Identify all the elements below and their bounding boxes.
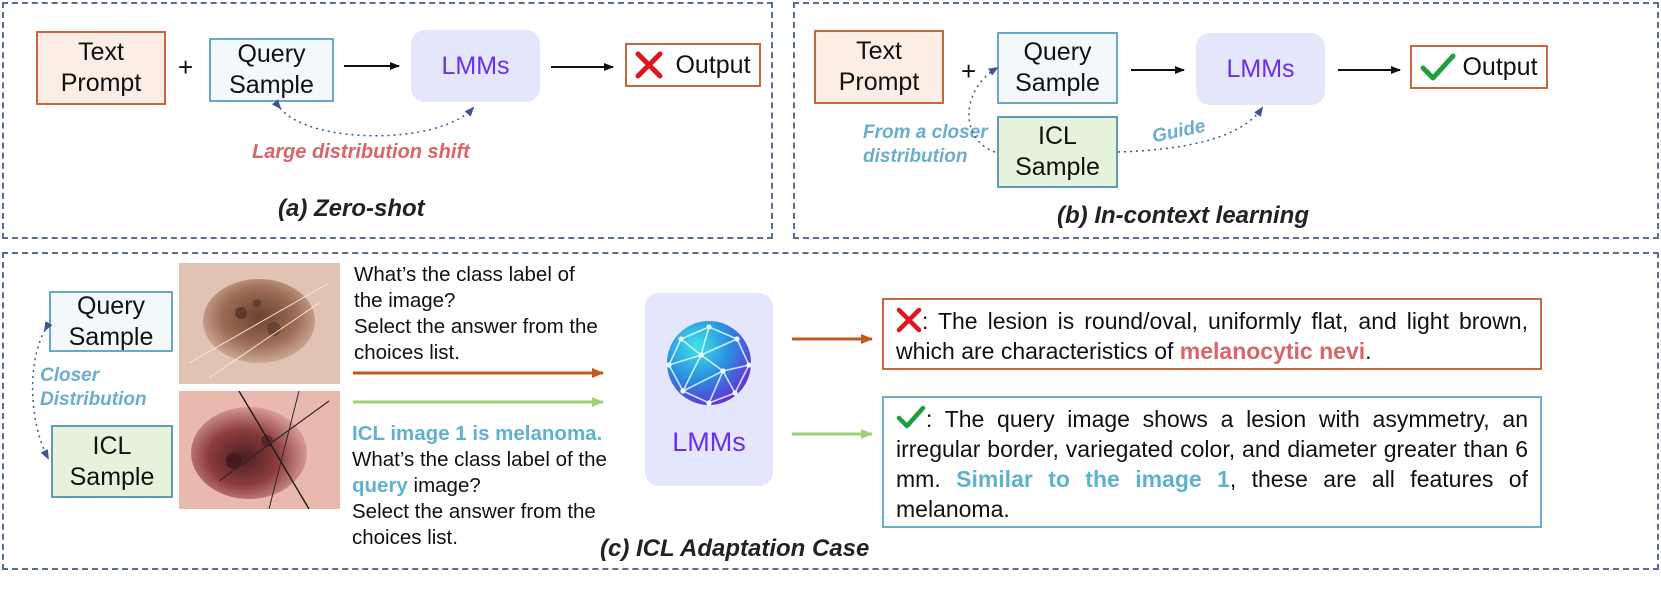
a-query-sample-box: Query Sample (209, 38, 334, 102)
a-lmms-box: LMMs (411, 30, 540, 102)
b-output-box: Output (1410, 45, 1548, 89)
c-query-sample-box: Query Sample (49, 291, 173, 352)
c-icl-prompt: ICL image 1 is melanoma. What’s the clas… (352, 421, 627, 551)
panel-in-context-learning (793, 2, 1659, 239)
icl-lesion-image (179, 391, 340, 509)
icl-prompt-line3: Select the answer from the (352, 500, 596, 523)
c-query-prompt: What’s the class label of the image? Sel… (354, 262, 624, 366)
query-prompt-line2: the image? (354, 289, 456, 312)
b-output-label: Output (1462, 52, 1538, 81)
c-lmms-label: LMMs (672, 427, 746, 457)
icl-prompt-line2: query image? (352, 473, 627, 499)
panel-icl-adaptation (2, 252, 1659, 570)
a-output-box: Output (625, 43, 761, 87)
cross-mark-icon (896, 307, 922, 333)
icl-prompt-label: ICL image 1 is melanoma. (352, 422, 603, 445)
c-lmms-box: LMMs (645, 293, 773, 486)
b-closer-distribution-note: From a closer distribution (863, 122, 988, 167)
wrong-answer-text: : The lesion is round/oval, uniformly fl… (896, 308, 1528, 364)
icl-prompt-line1: What’s the class label of the (352, 448, 607, 471)
a-caption: (a) Zero-shot (278, 195, 425, 222)
check-mark-icon (1420, 53, 1456, 81)
icl-prompt-image-word: image? (407, 474, 481, 497)
a-distribution-shift-note: Large distribution shift (252, 141, 470, 163)
wrong-answer-suffix: . (1365, 338, 1372, 364)
query-prompt-line3: Select the answer from the (354, 315, 598, 338)
b-lmms-box: LMMs (1196, 33, 1325, 105)
b-plus-sign: + (961, 56, 977, 86)
b-caption: (b) In-context learning (1057, 202, 1309, 229)
right-answer-text: : The query image shows a lesion with as… (896, 406, 1528, 492)
a-output-label: Output (675, 50, 751, 79)
c-right-answer-box: : The query image shows a lesion with as… (882, 396, 1542, 528)
query-lesion-image (179, 263, 340, 384)
cross-mark-icon (635, 51, 663, 79)
b-query-sample-box: Query Sample (997, 32, 1118, 104)
c-caption: (c) ICL Adaptation Case (600, 535, 870, 562)
check-mark-icon (896, 405, 926, 429)
a-text-prompt-box: Text Prompt (36, 31, 166, 105)
c-closer-distribution-note: Closer Distribution (40, 365, 147, 410)
icl-prompt-line4: choices list. (352, 526, 458, 549)
c-wrong-answer-box: : The lesion is round/oval, uniformly fl… (882, 298, 1542, 370)
right-answer-suffix: , these are all features of melanoma. (896, 466, 1528, 522)
icl-prompt-query-word: query (352, 474, 408, 497)
a-plus-sign: + (178, 52, 194, 82)
query-prompt-line4: choices list. (354, 341, 460, 364)
b-text-prompt-box: Text Prompt (814, 30, 944, 104)
right-answer-highlight: Similar to the image 1 (956, 466, 1230, 492)
b-icl-sample-box: ICL Sample (997, 116, 1118, 188)
lmm-sphere-icon (666, 321, 752, 406)
panel-zero-shot (2, 2, 773, 239)
wrong-answer-highlight: melanocytic nevi (1179, 338, 1366, 364)
c-icl-sample-box: ICL Sample (51, 425, 173, 498)
query-prompt-line1: What’s the class label of (354, 263, 575, 286)
